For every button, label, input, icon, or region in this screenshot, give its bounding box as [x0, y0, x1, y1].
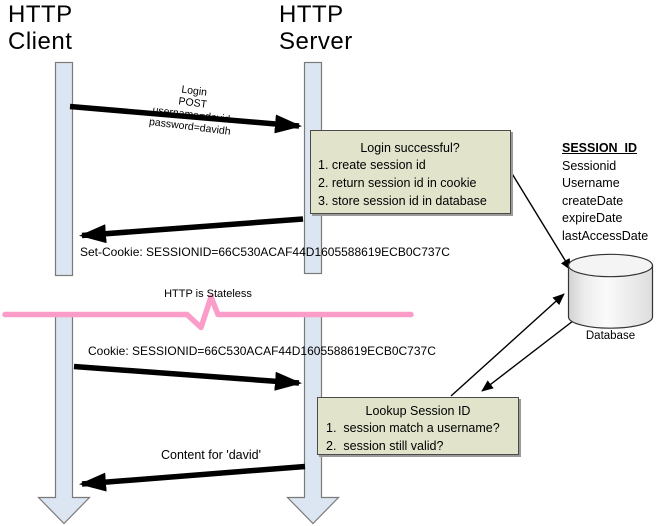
stateless-label: HTTP is Stateless [164, 288, 252, 300]
database-icon [567, 253, 654, 329]
session-table-field: createDate [562, 193, 624, 208]
login-note-item: 1. create session id [318, 158, 426, 172]
client-lifeline [37, 61, 91, 525]
session-table-title: SESSION_ID [562, 141, 638, 155]
login-note-item: 3. store session id in database [318, 194, 487, 208]
client-actor-title: HTTP Client [8, 1, 73, 55]
login-note-item: 2. return session id in cookie [318, 176, 477, 190]
login-request-arrow [69, 103, 302, 134]
client-lifeline-top-segment [54, 61, 74, 277]
database-arrows [450, 171, 585, 397]
database-label: Database [585, 330, 636, 342]
session-table-field: Sessionid [562, 159, 617, 173]
content-message-label: Content for 'david' [161, 448, 261, 462]
lookup-session-note: Lookup Session ID 1. session match a use… [317, 397, 519, 455]
store-session-arrow [510, 171, 572, 271]
database-cylinder-body [567, 265, 654, 329]
session-table-field: expireDate [562, 211, 623, 226]
client-lifeline-bottom-arrow [37, 315, 91, 525]
server-actor-title: HTTP Server [279, 1, 353, 55]
message-arrows [69, 103, 306, 492]
lookup-query-arrow [450, 293, 565, 397]
server-lifeline-bottom-arrow [286, 315, 340, 525]
stateless-break-line [2, 294, 414, 331]
session-table-field: lastAccessDate [562, 228, 649, 243]
content-response-arrow [79, 463, 306, 492]
set-cookie-response-arrow [79, 216, 304, 244]
cookie-request-arrow [73, 363, 302, 391]
lookup-note-title: Lookup Session ID [365, 404, 471, 418]
cookie-message-label: Cookie: SESSIONID=66C530ACAF44D160558861… [88, 344, 436, 358]
lookup-note-item: 1. session match a username? [326, 421, 500, 435]
database-cylinder-top [567, 253, 654, 278]
set-cookie-message-label: Set-Cookie: SESSIONID=66C530ACAF44D16055… [80, 245, 450, 259]
session-table-schema: SESSION_ID Sessionid Username createDate… [562, 140, 648, 245]
lookup-result-arrow [481, 311, 585, 392]
session-table-field: Username [562, 176, 620, 191]
login-successful-note: Login successful? 1. create session id 2… [310, 130, 511, 214]
login-note-title: Login successful? [360, 141, 460, 155]
lookup-note-item: 2. session still valid? [326, 439, 444, 453]
